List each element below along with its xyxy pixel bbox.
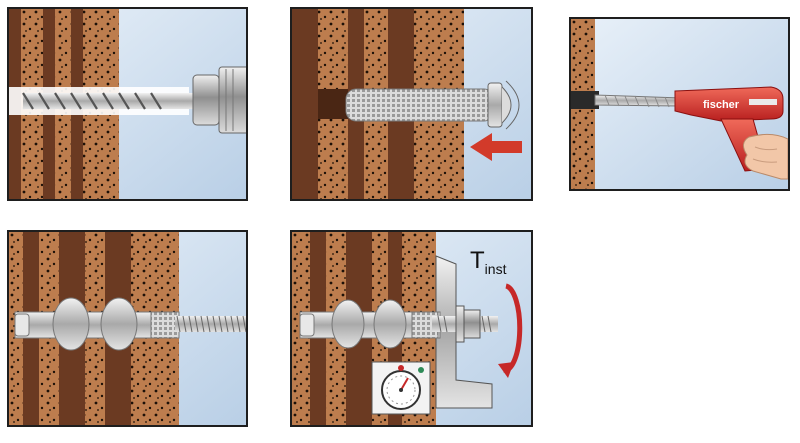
sleeve-with-mortar-bulges: [14, 297, 180, 351]
threaded-rod-with-nut: [432, 305, 498, 343]
drill-chuck: [192, 66, 246, 134]
hand: [743, 133, 788, 180]
step-insert-rod-panel: [7, 230, 248, 427]
torque-gauge: [371, 361, 431, 415]
sleeve-end: [571, 91, 599, 109]
inject-mortar-illustration: fischer: [571, 19, 788, 189]
drill-hole-illustration: [9, 9, 246, 199]
step-insert-sleeve-panel: [290, 7, 533, 201]
brand-label: fischer: [703, 99, 740, 111]
threaded-rod: [175, 315, 246, 333]
step-drill-hole-panel: [7, 7, 248, 201]
step-apply-torque-panel: Tinst: [290, 230, 533, 427]
torque-symbol: Tinst: [470, 247, 507, 277]
sleeve-with-mortar-bulges: [299, 299, 441, 349]
brick-cavity: [292, 9, 318, 199]
hex-nut: [463, 309, 481, 339]
insert-sleeve-illustration: [292, 9, 531, 199]
drilled-hole: [318, 89, 348, 119]
push-direction-arrow: [470, 133, 522, 161]
apply-torque-illustration: Tinst: [292, 232, 531, 425]
insert-rod-illustration: [9, 232, 246, 425]
step-inject-mortar-panel: fischer: [569, 17, 790, 191]
mounting-bracket: [435, 255, 493, 409]
mixer-nozzle: [594, 94, 682, 108]
washer: [455, 305, 465, 343]
mesh-sleeve: [345, 80, 520, 130]
drill-bit: [22, 92, 193, 110]
torque-rotation-icon: [498, 283, 523, 378]
